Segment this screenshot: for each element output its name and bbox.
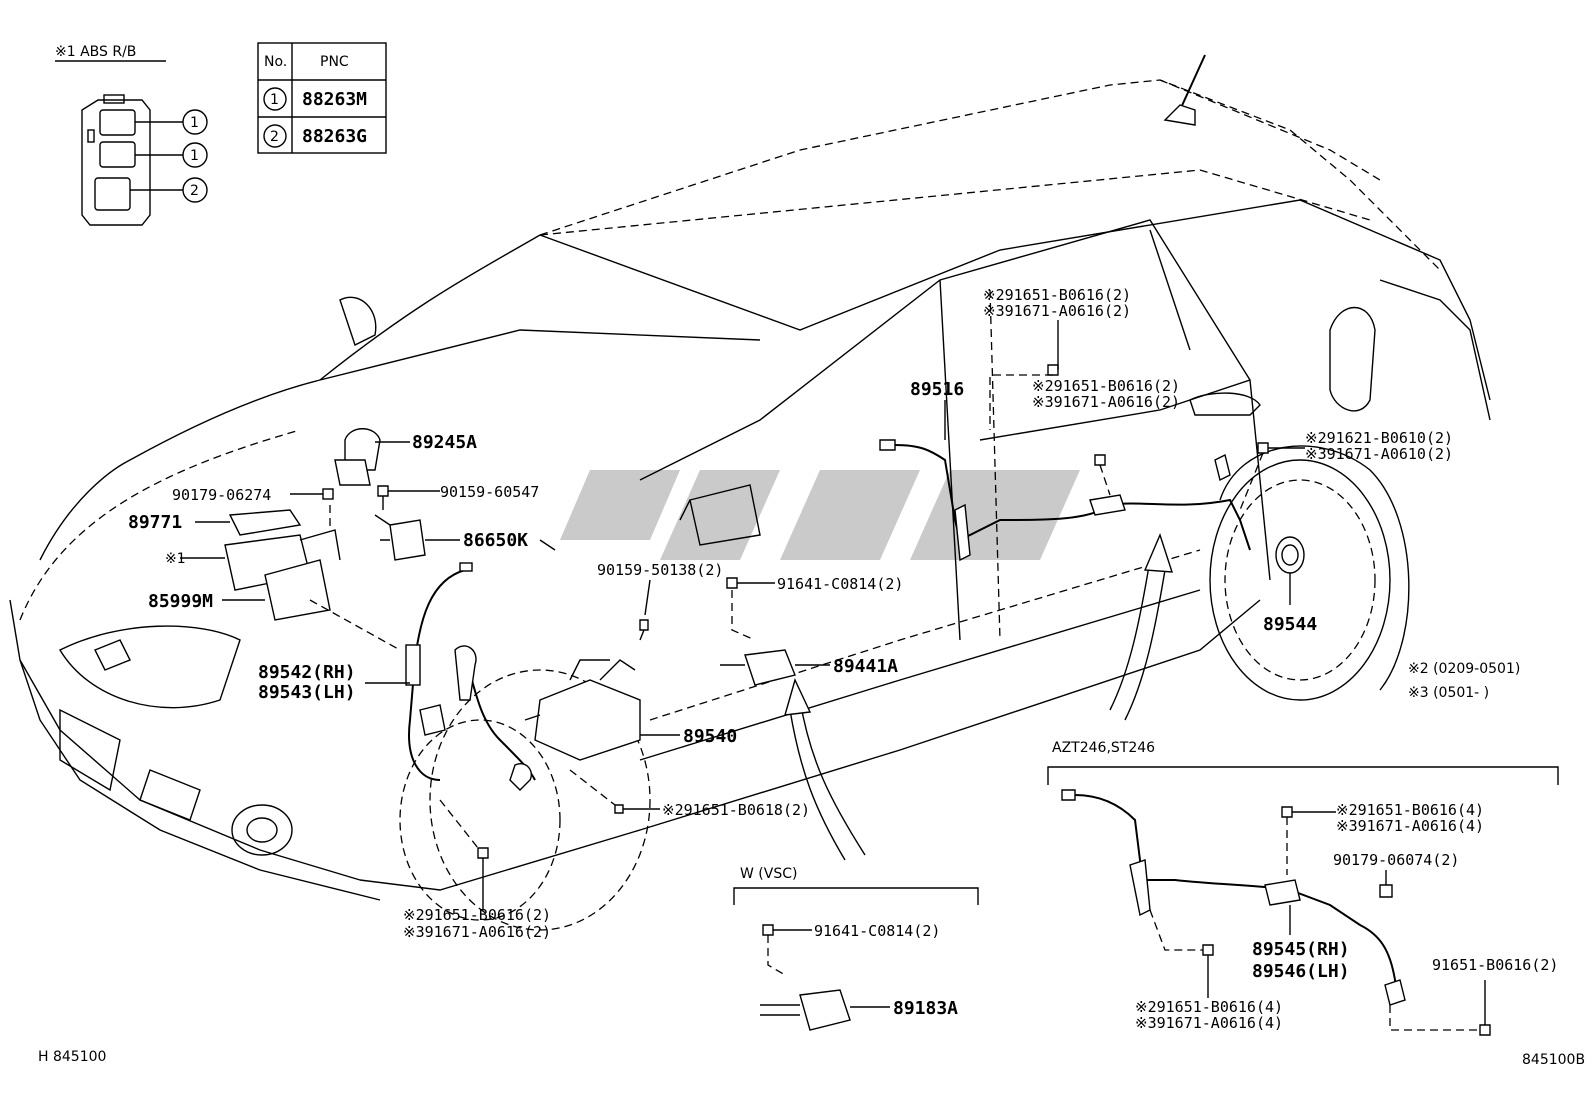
relay-number-2: 2 xyxy=(190,183,199,199)
label-90159-50138: 90159-50138(2) xyxy=(597,561,723,579)
watermark xyxy=(560,470,1080,560)
sensor-89441A xyxy=(744,649,796,686)
sensor-89544 xyxy=(1275,536,1305,574)
label-91651-B0618: ※291651-B0618(2) xyxy=(662,801,810,819)
label-89543-lh: 89543(LH) xyxy=(258,682,356,703)
label-x1: ※1 xyxy=(165,551,186,567)
azt-label-bot-91651-B0616: ※291651-B0616(4) xyxy=(1135,998,1283,1016)
label-89544: 89544 xyxy=(1263,614,1317,635)
table-row-2-no: 2 xyxy=(270,129,279,145)
azt-label-top-91651-B0616: ※291651-B0616(4) xyxy=(1336,801,1484,819)
vsc-label-89183A: 89183A xyxy=(893,998,958,1019)
label-90179-06274: 90179-06274 xyxy=(172,486,271,504)
table-row-2-pnc: 88263G xyxy=(302,126,367,147)
actuator-89540 xyxy=(534,679,641,761)
label-rear-91671-A0610: ※391671-A0610(2) xyxy=(1305,445,1453,463)
label-89245A: 89245A xyxy=(412,432,477,453)
car-body-outline xyxy=(9,54,1491,931)
label-90159-60547: 90159-60547 xyxy=(440,483,539,501)
relay-86650K xyxy=(389,519,426,561)
label-91641-C0814: 91641-C0814(2) xyxy=(777,575,903,593)
footer-left-code: H 845100 xyxy=(38,1049,106,1065)
note-3: ※3 (0501- ) xyxy=(1408,685,1489,701)
label-rear-91621-B0610: ※291621-B0610(2) xyxy=(1305,429,1453,447)
azt-label-bot-91671-A0616: ※391671-A0616(4) xyxy=(1135,1014,1283,1032)
cover-89771 xyxy=(228,509,302,536)
parts-engine-bay: 89245A 90179-06274 90159-60547 89771 ※1 … xyxy=(128,428,556,651)
label-86650K: 86650K xyxy=(463,530,528,551)
label-front-91651-B0616: ※291651-B0616(2) xyxy=(403,906,551,924)
vsc-box: W (VSC) 91641-C0814(2) 89183A xyxy=(733,866,979,1031)
table-header-no: No. xyxy=(264,54,287,70)
azt-box: AZT246,ST246 ※291651-B0616(4) ※391671-A0… xyxy=(1047,740,1559,1036)
pnc-table: No. PNC 1 88263M 2 88263G xyxy=(257,42,387,154)
label-top-91651-B0616: ※291651-B0616(2) xyxy=(983,286,1131,304)
azt-label-top-91671-A0616: ※391671-A0616(4) xyxy=(1336,817,1484,835)
table-header-pnc: PNC xyxy=(320,54,349,70)
azt-label-90179-06074: 90179-06074(2) xyxy=(1333,851,1459,869)
azt-label-89545-rh: 89545(RH) xyxy=(1252,939,1350,960)
label-89542-rh: 89542(RH) xyxy=(258,662,356,683)
relay-number-1b: 1 xyxy=(190,148,199,164)
relay-block-title: ※1 ABS R/B xyxy=(55,44,136,60)
azt-title: AZT246,ST246 xyxy=(1052,740,1155,756)
parts-yaw-sensor: 91641-C0814(2) 89441A xyxy=(720,575,903,861)
vsc-label-91641-C0814: 91641-C0814(2) xyxy=(814,922,940,940)
label-85999M: 85999M xyxy=(148,591,213,612)
footer-right-code: 845100B xyxy=(1522,1052,1585,1068)
azt-label-89546-lh: 89546(LH) xyxy=(1252,961,1350,982)
bracket-85999M xyxy=(264,559,331,621)
table-row-1-no: 1 xyxy=(270,92,279,108)
label-top-91671-A0616: ※391671-A0616(2) xyxy=(983,302,1131,320)
label-89540: 89540 xyxy=(683,726,737,747)
label-front-91671-A0616: ※391671-A0616(2) xyxy=(403,923,551,941)
notes: ※2 (0209-0501) ※3 (0501- ) xyxy=(1408,661,1520,701)
parts-rear: ※291651-B0616(2) ※391671-A0616(2) 89516 … xyxy=(879,286,1453,721)
label-mid-91651-B0616: ※291651-B0616(2) xyxy=(1032,377,1180,395)
table-row-1-pnc: 88263M xyxy=(302,89,367,110)
note-2: ※2 (0209-0501) xyxy=(1408,661,1520,677)
azt-label-91651-B0616-2: 91651-B0616(2) xyxy=(1432,956,1558,974)
label-89441A: 89441A xyxy=(833,656,898,677)
label-89516: 89516 xyxy=(910,379,964,400)
label-mid-91671-A0616: ※391671-A0616(2) xyxy=(1032,393,1180,411)
sensor-89183A xyxy=(799,989,851,1031)
parts-front: 89542(RH) 89543(LH) 90159-50138(2) 89540… xyxy=(258,561,810,941)
relay-number-1a: 1 xyxy=(190,115,199,131)
label-89771: 89771 xyxy=(128,512,182,533)
vsc-title: W (VSC) xyxy=(740,866,797,882)
relay-block-legend: ※1 ABS R/B 1 1 2 xyxy=(55,44,208,226)
